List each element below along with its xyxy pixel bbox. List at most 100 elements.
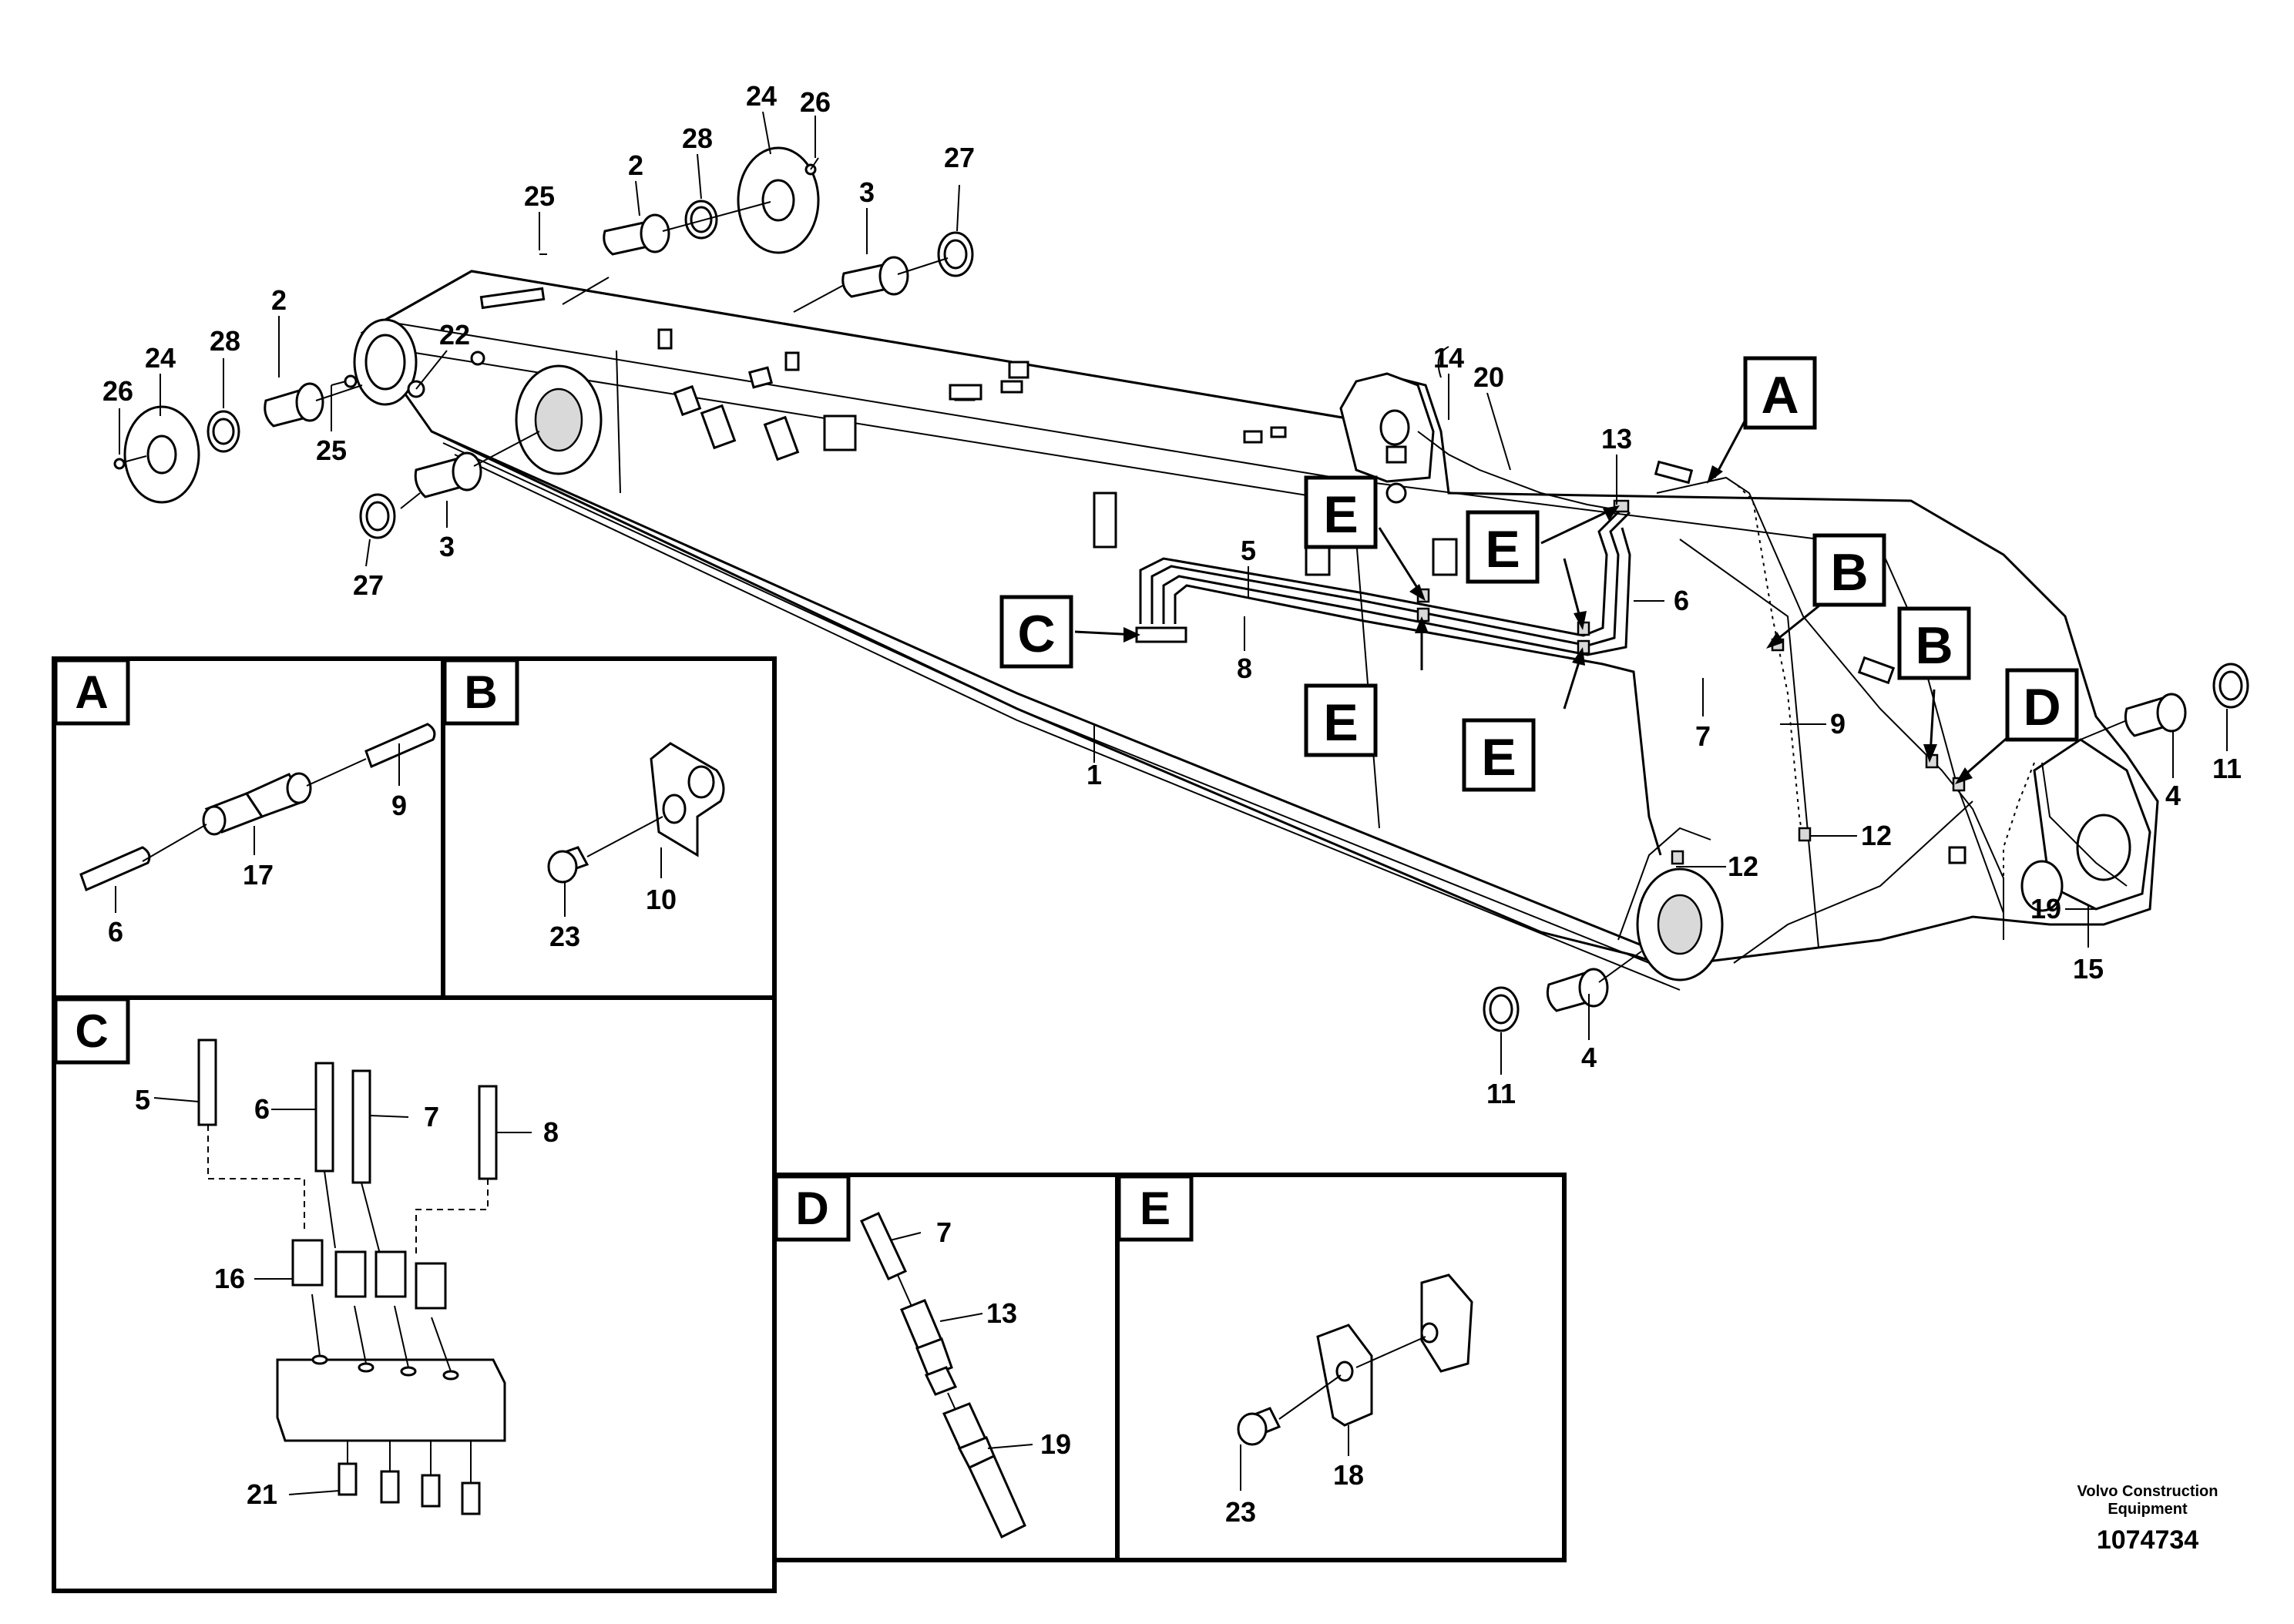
callout-4-upper: 4 — [2165, 780, 2181, 811]
panel-d-callout-7: 7 — [936, 1216, 952, 1248]
callout-25-upper: 25 — [524, 180, 555, 212]
svg-text:A: A — [1761, 366, 1799, 424]
panel-a: A 17 9 6 — [53, 658, 436, 948]
panel-b-callout-10: 10 — [646, 884, 677, 915]
panel-c: C — [53, 997, 559, 1515]
callout-27-lower: 27 — [353, 569, 384, 601]
panel-d-callout-13: 13 — [986, 1297, 1017, 1329]
callout-6: 6 — [1674, 585, 1689, 616]
clip-10 — [650, 742, 725, 857]
svg-text:C: C — [1017, 605, 1055, 663]
hydraulic-lines — [1135, 346, 2128, 940]
bolt-23-b — [547, 816, 663, 884]
callout-24-lower: 24 — [145, 342, 176, 374]
panel-a-label-box — [53, 658, 130, 726]
callout-24-upper: 24 — [746, 80, 777, 112]
panel-b-label-box — [442, 658, 519, 726]
panel-d: D 7 13 19 — [774, 1174, 1071, 1539]
brand-line-2: Equipment — [2108, 1501, 2188, 1518]
panel-e-callout-18: 18 — [1333, 1459, 1364, 1491]
callout-3-upper: 3 — [859, 176, 875, 208]
panel-b: B 23 10 — [442, 658, 725, 952]
panel-c-label-box — [53, 997, 130, 1065]
svg-text:E: E — [1323, 693, 1358, 752]
clip-18 — [1316, 1324, 1373, 1427]
callout-28-upper: 28 — [682, 122, 713, 154]
boom-body — [353, 270, 2159, 991]
panel-c-callout-16: 16 — [214, 1263, 245, 1294]
callout-25-lower: 25 — [316, 435, 347, 466]
tag-e-lower-right[interactable]: E — [1462, 718, 1536, 792]
tag-e-upper-left[interactable]: E — [1304, 475, 1378, 549]
rear-pin-parts — [113, 146, 974, 539]
panel-e-callout-23: 23 — [1225, 1496, 1256, 1528]
svg-text:E: E — [1323, 485, 1358, 544]
callout-12-lower: 12 — [1728, 851, 1758, 882]
block-e — [1420, 1273, 1473, 1373]
tag-b-left[interactable]: B — [1812, 533, 1886, 607]
fitting-13-d — [900, 1299, 958, 1396]
callout-11-lower: 11 — [1486, 1078, 1516, 1109]
brand-line-1: Volvo Construction — [2077, 1483, 2218, 1500]
drawing-footer: Volvo Construction Equipment 1074734 — [2077, 1483, 2218, 1555]
callout-22: 22 — [439, 319, 470, 351]
callout-7: 7 — [1695, 720, 1711, 752]
callout-26-lower: 26 — [102, 375, 133, 407]
callout-20: 20 — [1473, 361, 1504, 393]
panel-a-label: A — [75, 666, 108, 718]
panel-b-label: B — [464, 666, 497, 718]
callout-3-lower: 3 — [439, 531, 455, 562]
callout-27-upper: 27 — [944, 142, 975, 173]
tag-b-right[interactable]: B — [1897, 606, 1971, 680]
svg-text:B: B — [1830, 543, 1868, 602]
panel-a-callout-17: 17 — [243, 859, 274, 891]
panel-e: E 23 18 — [1117, 1174, 1473, 1528]
tag-a[interactable]: A — [1743, 356, 1817, 430]
panel-c-label: C — [75, 1005, 108, 1057]
callout-2-upper: 2 — [628, 149, 643, 181]
callout-26-upper: 26 — [800, 86, 831, 118]
panel-a-callout-9: 9 — [391, 790, 407, 821]
svg-text:B: B — [1915, 616, 1953, 675]
panel-b-callout-23: 23 — [549, 921, 580, 952]
svg-text:E: E — [1481, 728, 1516, 787]
callout-1: 1 — [1087, 759, 1102, 790]
panel-a-callout-6: 6 — [108, 916, 123, 948]
panel-c-callout-21: 21 — [247, 1478, 277, 1510]
panel-e-label-box — [1117, 1174, 1194, 1242]
front-pin-parts — [1483, 663, 2249, 1032]
panel-d-callout-19: 19 — [1040, 1428, 1071, 1460]
callout-8: 8 — [1237, 653, 1252, 684]
drawing-number: 1074734 — [2097, 1525, 2198, 1555]
panel-c-callout-6: 6 — [254, 1093, 270, 1125]
callout-5: 5 — [1241, 535, 1256, 566]
fitting-17 — [202, 772, 312, 836]
callout-28-lower: 28 — [210, 325, 240, 357]
callout-14: 14 — [1433, 342, 1464, 374]
tag-e-lower-left[interactable]: E — [1304, 683, 1378, 757]
panel-c-callout-8: 8 — [543, 1116, 559, 1148]
tag-d[interactable]: D — [2005, 668, 2079, 742]
tag-c[interactable]: C — [999, 595, 1073, 669]
callout-19: 19 — [2030, 893, 2061, 924]
main-callouts: 24 26 28 2 27 3 25 26 24 28 2 22 25 27 3… — [102, 80, 2242, 1109]
callout-2-lower: 2 — [271, 284, 287, 316]
bolt-23-e — [1237, 1407, 1281, 1446]
callout-15: 15 — [2073, 953, 2104, 985]
callout-9: 9 — [1830, 708, 1846, 740]
callout-4-lower: 4 — [1581, 1042, 1597, 1073]
callout-13: 13 — [1601, 423, 1632, 455]
tag-e-upper-right[interactable]: E — [1466, 510, 1540, 584]
hose-19-d — [942, 1402, 1026, 1539]
svg-text:E: E — [1485, 520, 1520, 579]
callout-11-upper: 11 — [2212, 753, 2242, 784]
detail-tags: A B B C D E E E — [999, 356, 2079, 792]
panel-d-label-box — [774, 1174, 851, 1242]
panel-c-callout-7: 7 — [424, 1101, 439, 1132]
panel-d-label: D — [795, 1183, 828, 1234]
panel-e-label: E — [1140, 1183, 1171, 1234]
svg-text:D: D — [2023, 678, 2061, 737]
panel-c-callout-5: 5 — [135, 1084, 150, 1116]
